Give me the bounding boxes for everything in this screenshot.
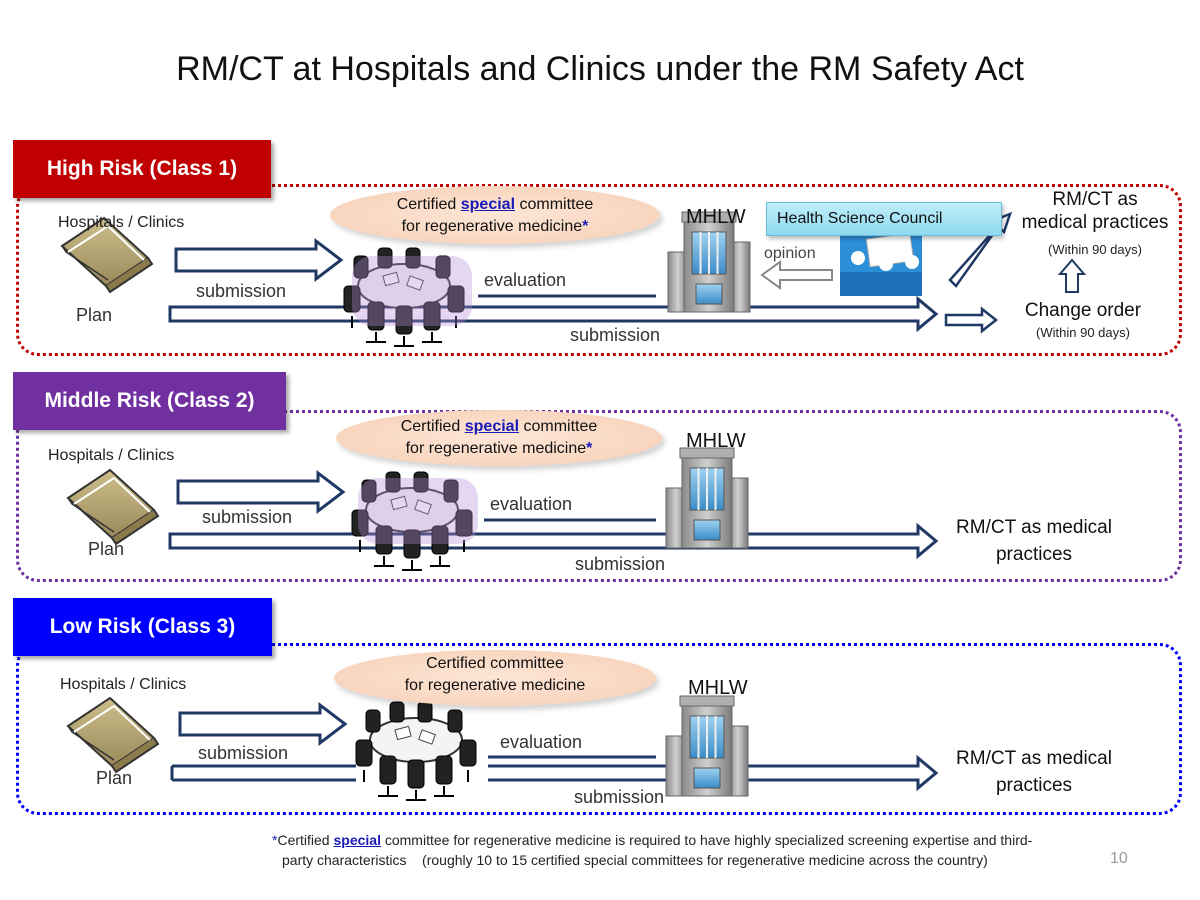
low-risk-panel <box>16 643 1182 815</box>
submission-label: submission <box>574 787 665 807</box>
middle-risk-label: Middle Risk (Class 2) <box>13 372 286 430</box>
plan-label: Plan <box>96 768 133 788</box>
rm-ct-medical-practices: RM/CT as medical practices <box>956 748 1112 796</box>
evaluation-label: evaluation <box>500 732 583 752</box>
submission-label: submission <box>202 507 293 527</box>
certified-special-committee: Certified special committee for regenera… <box>336 410 662 466</box>
long-submission-arrow-icon <box>168 522 939 560</box>
within-90-days-note: (Within 90 days) <box>1036 325 1130 340</box>
change-order-arrow-icon <box>944 306 999 334</box>
certified-special-committee: Certified special committee for regenera… <box>330 186 660 244</box>
opinion-label: opinion <box>764 245 816 262</box>
plan-label: Plan <box>76 305 113 325</box>
up-arrow-icon <box>1057 258 1087 293</box>
hospitals-clinics-label: Hospitals / Clinics <box>48 447 175 464</box>
long-submission-arrow-icon <box>168 295 939 333</box>
within-90-days-note: (Within 90 days) <box>1048 242 1142 257</box>
mhlw-label: MHLW <box>688 677 748 699</box>
health-science-council: Health Science Council <box>766 202 1002 236</box>
mhlw-label: MHLW <box>686 206 746 228</box>
hospitals-clinics-label: Hospitals / Clinics <box>60 676 187 693</box>
high-risk-panel <box>16 184 1182 356</box>
submission-label: submission <box>196 281 287 301</box>
submission-label: submission <box>570 325 661 345</box>
high-risk-label: High Risk (Class 1) <box>13 140 271 198</box>
mhlw-label: MHLW <box>686 430 746 452</box>
submission-label: submission <box>575 554 666 574</box>
middle-risk-panel <box>16 410 1182 582</box>
page-title: RM/CT at Hospitals and Clinics under the… <box>176 50 1024 88</box>
change-order-label: Change order <box>1024 300 1142 321</box>
low-risk-label: Low Risk (Class 3) <box>13 598 272 656</box>
evaluation-label: evaluation <box>490 494 573 514</box>
rm-ct-medical-practices: RM/CT as medical practices <box>1021 189 1169 233</box>
opinion-arrow-icon <box>760 260 833 290</box>
plan-label: Plan <box>88 539 125 559</box>
council-meeting-icon <box>840 232 922 296</box>
footnote: *Certified special committee for regener… <box>272 832 1033 868</box>
certified-committee: Certified committee for regenerative med… <box>334 650 656 706</box>
evaluation-label: evaluation <box>484 270 567 290</box>
page-number: 10 <box>1110 850 1128 867</box>
hospitals-clinics-label: Hospitals / Clinics <box>58 214 185 231</box>
rm-ct-medical-practices: RM/CT as medical practices <box>956 517 1112 565</box>
submission-label: submission <box>198 743 289 763</box>
